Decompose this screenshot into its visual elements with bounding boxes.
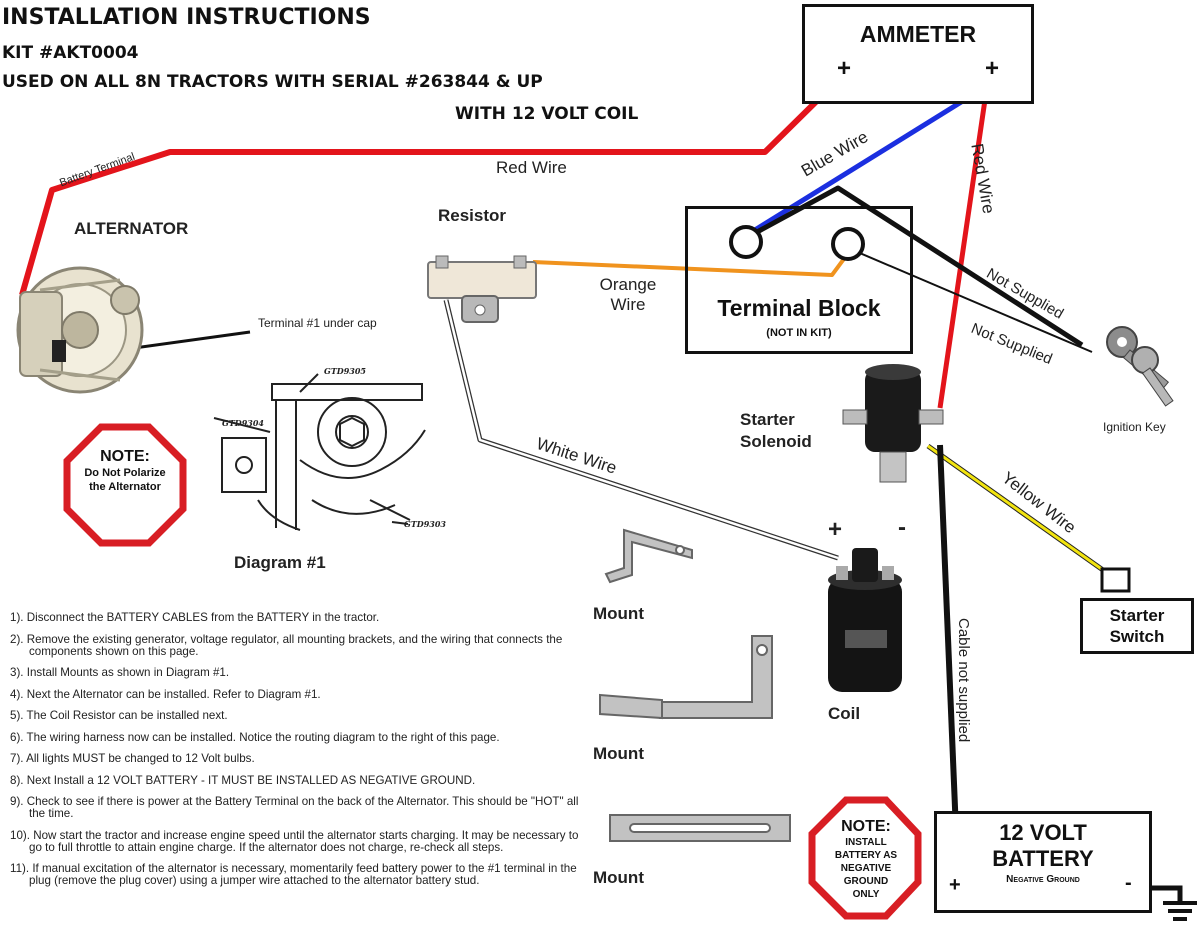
note-battery-line1: INSTALL xyxy=(845,837,887,848)
mount-2-icon xyxy=(599,635,773,720)
ignition-key-icon xyxy=(1106,326,1174,407)
note-battery-line5: ONLY xyxy=(852,889,880,900)
thin-black-wire xyxy=(847,247,1093,353)
step-item: 7). All lights MUST be changed to 12 Vol… xyxy=(10,752,255,765)
starter-switch-label-line2: Switch xyxy=(1109,627,1165,646)
alternator-label: ALTERNATOR xyxy=(74,219,189,238)
step-item: 9). Check to see if there is power at th… xyxy=(10,795,579,820)
coil-minus-sign: - xyxy=(898,514,906,541)
alternator-icon xyxy=(16,266,144,394)
red-wire xyxy=(19,83,835,296)
coil-icon xyxy=(828,548,902,692)
starter-switch-button xyxy=(1100,567,1131,593)
yellow-wire xyxy=(927,444,1111,577)
starter-solenoid-label: Starter Solenoid xyxy=(740,409,812,453)
diagram-1-label: Diagram #1 xyxy=(234,553,326,572)
ignition-key-label: Ignition Key xyxy=(1103,420,1166,434)
kit-number: KIT #AKT0004 xyxy=(2,43,139,63)
mount-2-label: Mount xyxy=(593,744,644,763)
ammeter-box: AMMETER + + xyxy=(802,4,1034,104)
black-wire-ignition xyxy=(744,185,1084,348)
step-item: 6). The wiring harness now can be instal… xyxy=(10,730,500,744)
ammeter-plus-left: + xyxy=(837,55,852,82)
diagram-1-drawing xyxy=(213,373,426,531)
white-wire xyxy=(444,299,839,560)
terminal-1-label: Terminal #1 under cap xyxy=(258,316,377,330)
ammeter-title: AMMETER xyxy=(859,21,977,47)
resistor-label: Resistor xyxy=(438,206,507,225)
step-item: 11). If manual excitation of the alterna… xyxy=(10,862,577,887)
mount-1-icon xyxy=(604,528,693,584)
terminal-block-label: Terminal Block xyxy=(717,295,881,321)
coil-plus-sign: + xyxy=(828,516,843,543)
starter-switch-label: Starter Switch xyxy=(1083,605,1191,647)
coil-label: Coil xyxy=(828,704,861,723)
step-item: 2). Remove the existing generator, volta… xyxy=(10,632,563,658)
mount-3-label: Mount xyxy=(593,868,644,887)
starter-solenoid-label-line1: Starter xyxy=(740,410,795,429)
battery-subtitle: Negative Ground xyxy=(1006,874,1080,885)
mount-1-label: Mount xyxy=(593,604,644,623)
blue-wire xyxy=(740,83,989,241)
battery-title: 12 VOLT BATTERY xyxy=(937,820,1149,872)
red-wire-solenoid xyxy=(937,85,990,409)
battery-minus: - xyxy=(1125,872,1132,894)
note-battery-line4: GROUND xyxy=(843,876,889,887)
battery-title-line2: BATTERY xyxy=(992,846,1094,871)
terminal-post-left xyxy=(729,225,763,259)
step-item: 8). Next Install a 12 VOLT BATTERY - IT … xyxy=(10,773,476,787)
red-wire-label: Red Wire xyxy=(496,158,567,177)
mount-3-icon xyxy=(609,814,791,842)
starter-solenoid-label-line2: Solenoid xyxy=(740,432,812,451)
ammeter-plus-right: + xyxy=(985,55,1000,82)
resistor-icon xyxy=(427,255,537,323)
note-alternator-line1: Do Not Polarize xyxy=(84,467,166,479)
tractor-usage: USED ON ALL 8N TRACTORS WITH SERIAL #263… xyxy=(2,72,543,92)
starter-solenoid-icon xyxy=(842,364,944,483)
page-title: INSTALLATION INSTRUCTIONS xyxy=(2,5,371,30)
battery-plus: + xyxy=(949,874,961,896)
note-alternator-title: NOTE: xyxy=(100,448,150,465)
note-battery-line2: BATTERY AS xyxy=(834,850,898,861)
terminal-block-box: Terminal Block (NOT IN KIT) xyxy=(685,206,913,354)
note-battery-title: NOTE: xyxy=(841,818,891,835)
starter-switch-label-line1: Starter xyxy=(1109,606,1165,625)
note-battery-octagon xyxy=(808,796,922,920)
note-alternator: NOTE: Do Not Polarize the Alternator xyxy=(70,448,180,494)
step-item: 5). The Coil Resistor can be installed n… xyxy=(10,709,228,722)
note-battery: NOTE: INSTALL BATTERY AS NEGATIVE GROUND… xyxy=(814,818,918,901)
orange-wire-label-line2: Wire xyxy=(610,295,646,314)
step-item: 1). Disconnect the BATTERY CABLES from t… xyxy=(10,611,380,624)
installation-steps: 1). Disconnect the BATTERY CABLES from t… xyxy=(10,612,590,897)
part-label-gtd9305: GTD9305 xyxy=(324,366,366,376)
orange-wire-label-line1: Orange xyxy=(599,275,657,294)
cable-not-supplied-label: Cable not supplied xyxy=(955,618,972,743)
note-battery-line3: NEGATIVE xyxy=(840,863,892,874)
part-label-gtd9304: GTD9304 xyxy=(222,418,264,428)
battery-box: 12 VOLT BATTERY Negative Ground + - xyxy=(934,811,1152,913)
step-item: 4). Next the Alternator can be installed… xyxy=(10,687,321,701)
starter-switch-box: Starter Switch xyxy=(1080,598,1194,654)
note-alternator-line2: the Alternator xyxy=(89,481,161,493)
orange-wire-label: Orange Wire xyxy=(597,275,659,315)
terminal-block-note: (NOT IN KIT) xyxy=(766,327,832,339)
part-label-gtd9303: GTD9303 xyxy=(404,519,446,529)
terminal-post-right xyxy=(831,227,865,261)
battery-title-line1: 12 VOLT xyxy=(999,820,1087,845)
coil-requirement: WITH 12 VOLT COIL xyxy=(455,104,639,124)
battery-cable xyxy=(937,444,961,881)
step-item: 3). Install Mounts as shown in Diagram #… xyxy=(10,666,230,679)
step-item: 10). Now start the tractor and increase … xyxy=(10,828,579,854)
note-alternator-octagon xyxy=(63,423,187,547)
